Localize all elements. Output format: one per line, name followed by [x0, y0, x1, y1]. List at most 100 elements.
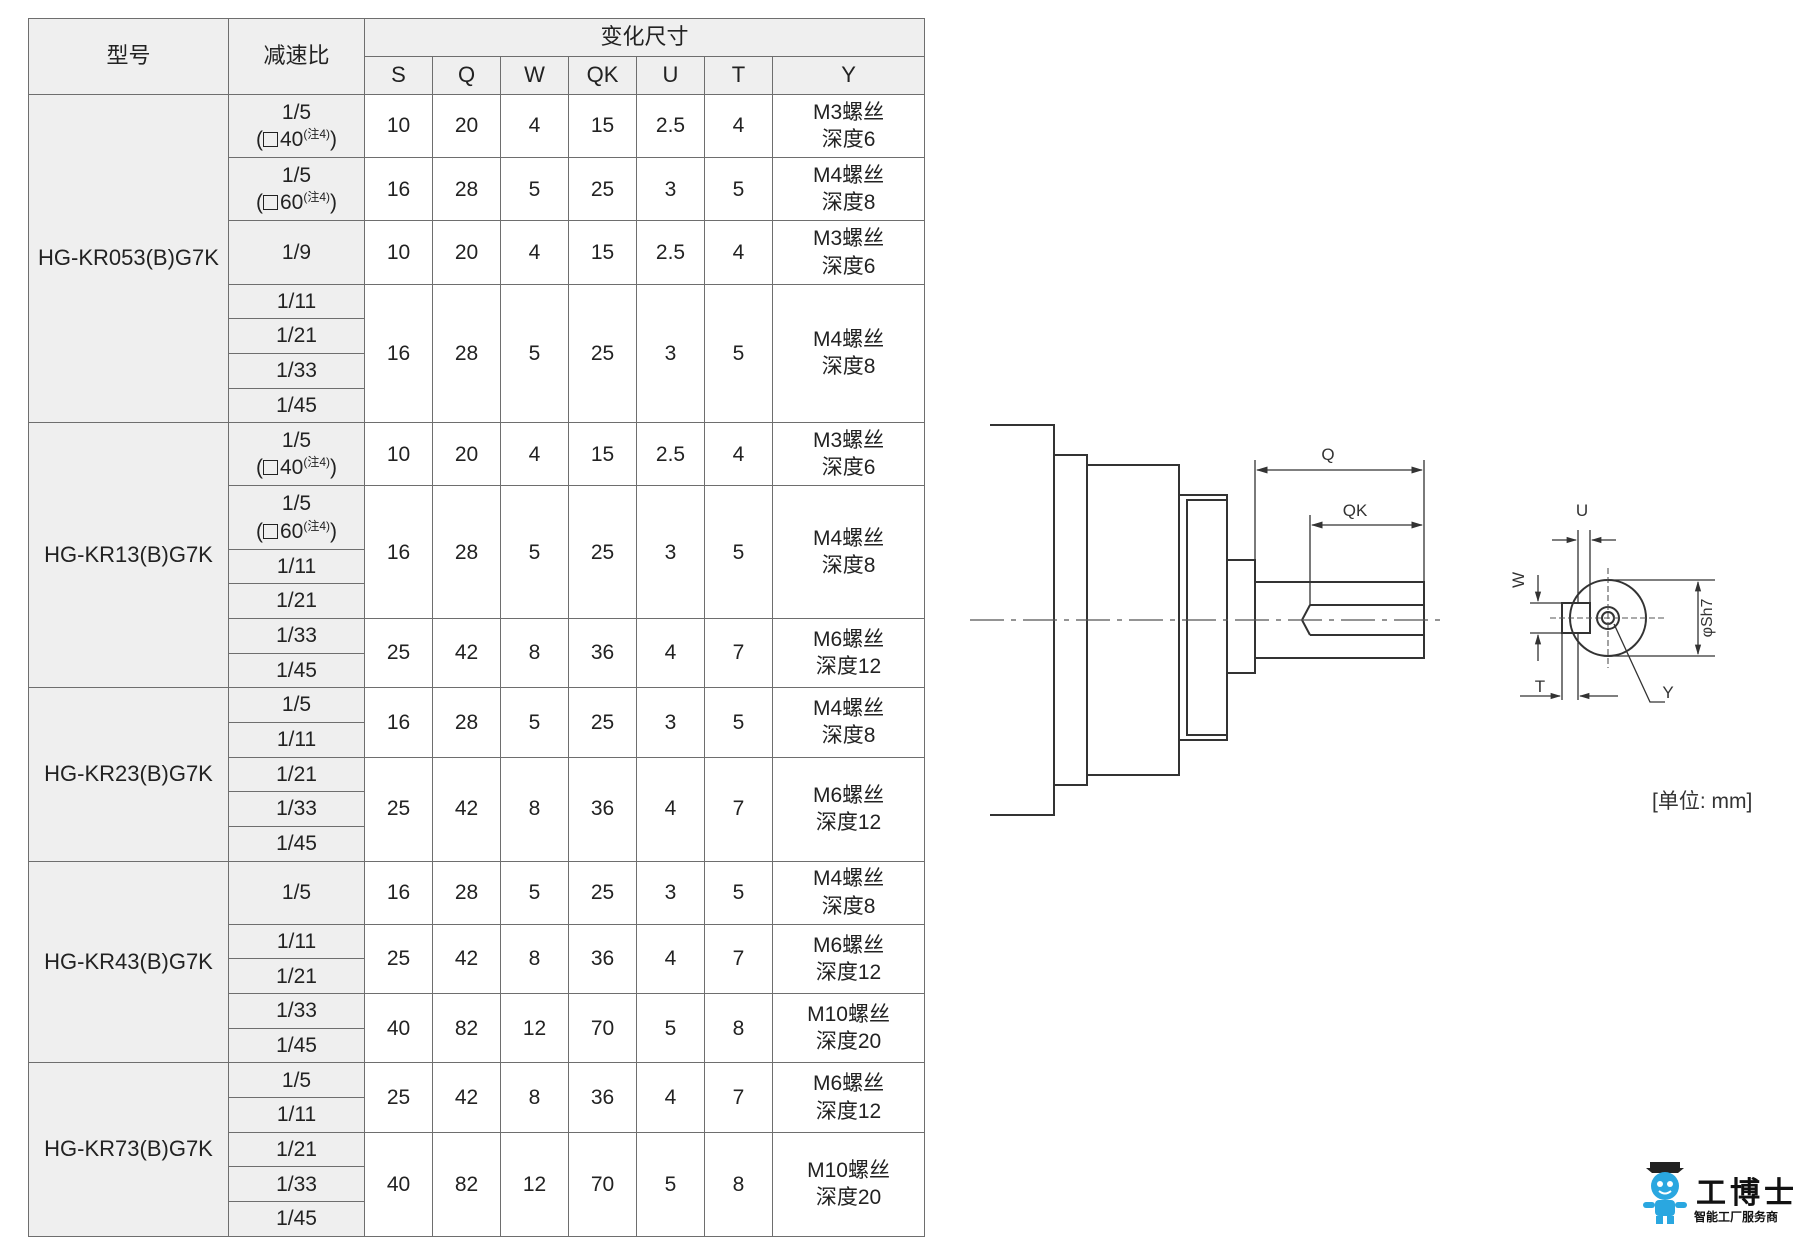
table-row: 1/45: [29, 825, 925, 862]
value-cell-w: 8: [500, 1062, 569, 1133]
value-cell-qk: 25: [568, 860, 637, 925]
ratio-cell: 1/21: [228, 318, 365, 354]
value-cell-s: 10: [364, 220, 433, 285]
header-col-qk: QK: [568, 56, 637, 95]
ratio-cell: 1/21: [228, 958, 365, 995]
screw-size: M6螺丝: [812, 627, 885, 651]
value-cell-w: 5: [500, 485, 569, 619]
ratio-cell: 1/45: [228, 387, 365, 424]
value-cell-y: M10螺丝深度20: [771, 993, 926, 1064]
screw-size: M4螺丝: [812, 697, 885, 721]
value-cell-y: M3螺丝深度6: [771, 220, 926, 285]
value-cell-w: 12: [500, 993, 569, 1064]
screw-depth: 深度6: [821, 456, 876, 480]
value-cell-w: 4: [500, 93, 569, 159]
screw-size: M4螺丝: [812, 164, 885, 187]
table-row: 1/21: [29, 958, 925, 995]
value-cell-s: 40: [364, 993, 433, 1064]
value-cell-y: M4螺丝深度8: [771, 157, 926, 222]
value-cell-u: 2.5: [636, 220, 705, 285]
ratio-cell: 1/21: [228, 1131, 365, 1168]
value-cell-q: 82: [432, 1131, 501, 1237]
value-cell-w: 5: [500, 157, 569, 222]
brand-tagline: 智能工厂服务商: [1694, 1210, 1779, 1224]
table-row: 1/21: [29, 583, 925, 619]
value-cell-q: 42: [432, 923, 501, 995]
table-row: 1/21: [29, 318, 925, 354]
screw-depth: 深度12: [815, 1099, 882, 1123]
header-model: 型号: [28, 18, 229, 95]
screw-size: M6螺丝: [812, 783, 885, 807]
value-cell-u: 3: [636, 485, 705, 619]
model-cell: HG-KR43(B)G7K: [28, 860, 229, 1064]
value-cell-qk: 25: [568, 687, 637, 758]
header-col-q: Q: [432, 56, 501, 95]
value-cell-w: 5: [500, 860, 569, 925]
value-cell-q: 20: [432, 220, 501, 285]
value-cell-t: 8: [704, 1131, 773, 1237]
table-row: 1/45: [29, 1201, 925, 1237]
ratio-value: 1/5: [281, 492, 312, 516]
value-cell-t: 7: [704, 1062, 773, 1133]
screw-size: M4螺丝: [812, 526, 885, 550]
value-cell-u: 4: [636, 756, 705, 862]
value-cell-y: M6螺丝深度12: [771, 923, 926, 995]
model-cell: HG-KR053(B)G7K: [28, 93, 229, 424]
note-ref: (注4): [303, 190, 331, 205]
value-cell-w: 4: [500, 220, 569, 285]
ratio-cell: 1/11: [228, 1097, 365, 1133]
screw-depth: 深度6: [821, 254, 876, 278]
model-cell: HG-KR73(B)G7K: [28, 1062, 229, 1237]
value-cell-y: M4螺丝深度8: [771, 860, 926, 925]
screw-size: M6螺丝: [812, 933, 885, 957]
header-ratio: 减速比: [228, 18, 365, 95]
label-u: U: [1576, 501, 1588, 520]
value-cell-t: 4: [704, 220, 773, 285]
square-frame-icon: [262, 195, 278, 211]
value-cell-u: 3: [636, 860, 705, 925]
value-cell-y: M6螺丝深度12: [771, 617, 926, 689]
value-cell-q: 20: [432, 93, 501, 159]
table-row: 1/11: [29, 548, 925, 585]
frame-size: 40: [279, 128, 304, 152]
square-frame-icon: [262, 523, 278, 539]
ratio-cell: 1/9: [228, 220, 365, 285]
screw-depth: 深度8: [821, 355, 876, 379]
header-col-w: W: [500, 56, 569, 95]
value-cell-t: 7: [704, 923, 773, 995]
value-cell-qk: 25: [568, 283, 637, 424]
value-cell-w: 8: [500, 923, 569, 995]
ratio-value: 1/5: [281, 100, 312, 124]
value-cell-t: 5: [704, 283, 773, 424]
screw-depth: 深度8: [821, 894, 876, 918]
ratio-cell: 1/5(40(注4)): [228, 93, 365, 159]
screw-depth: 深度12: [815, 655, 882, 679]
value-cell-qk: 36: [568, 1062, 637, 1133]
value-cell-u: 5: [636, 993, 705, 1064]
value-cell-q: 42: [432, 617, 501, 689]
table-row: 1/33: [29, 352, 925, 389]
value-cell-s: 16: [364, 283, 433, 424]
label-w: W: [1509, 572, 1528, 588]
robot-mascot-icon: [1643, 1162, 1687, 1224]
value-cell-t: 7: [704, 756, 773, 862]
value-cell-s: 16: [364, 687, 433, 758]
label-t: T: [1535, 677, 1545, 696]
table-row: 1/45: [29, 387, 925, 424]
value-cell-w: 8: [500, 756, 569, 862]
screw-size: M4螺丝: [812, 328, 885, 352]
frame-size: 60: [279, 519, 304, 543]
value-cell-w: 4: [500, 422, 569, 487]
frame-size: 60: [279, 191, 304, 215]
value-cell-w: 5: [500, 283, 569, 424]
value-cell-q: 28: [432, 687, 501, 758]
